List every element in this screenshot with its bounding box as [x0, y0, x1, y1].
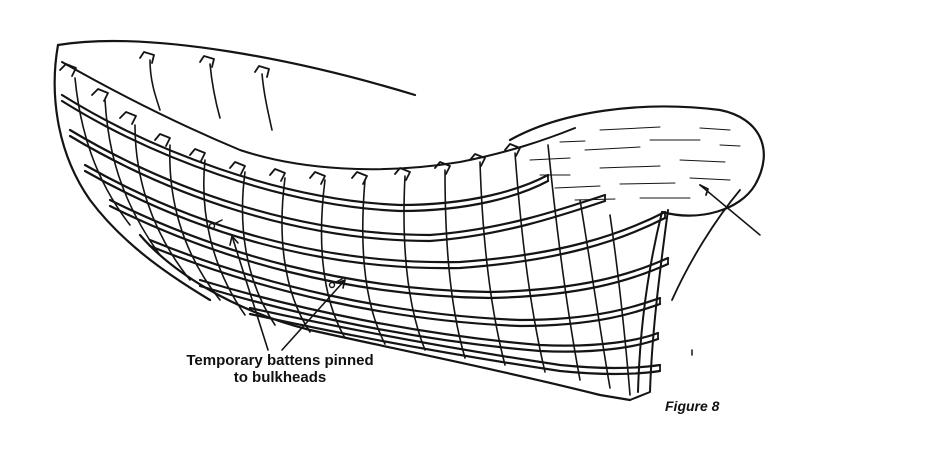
- hull-keel-outline: [138, 233, 632, 402]
- temporary-battens: [60, 93, 670, 376]
- figure-caption: Figure 8: [665, 398, 720, 414]
- batten-callout-label: Temporary battens pinned to bulkheads: [120, 352, 440, 386]
- batten-ends: [547, 174, 709, 372]
- stern-post: [629, 209, 669, 401]
- hull-sheer-line: [61, 61, 576, 171]
- hull-bow-outline: [53, 43, 212, 302]
- callout-arrows: [229, 235, 346, 351]
- callout-line-1: Temporary battens pinned: [186, 352, 374, 369]
- callout-arrow-2: [281, 279, 346, 351]
- batten-pins: [208, 219, 343, 289]
- transom-outline: [508, 105, 765, 217]
- transom-wood-grain: [529, 126, 741, 201]
- callout-line-2: to bulkheads: [233, 369, 327, 386]
- stern-brace: [699, 184, 761, 236]
- bulkhead-notches: [59, 51, 521, 185]
- stern-right-edge: [671, 189, 741, 301]
- hull-gunwale-outline: [56, 39, 417, 97]
- callout-arrow-1: [231, 235, 269, 351]
